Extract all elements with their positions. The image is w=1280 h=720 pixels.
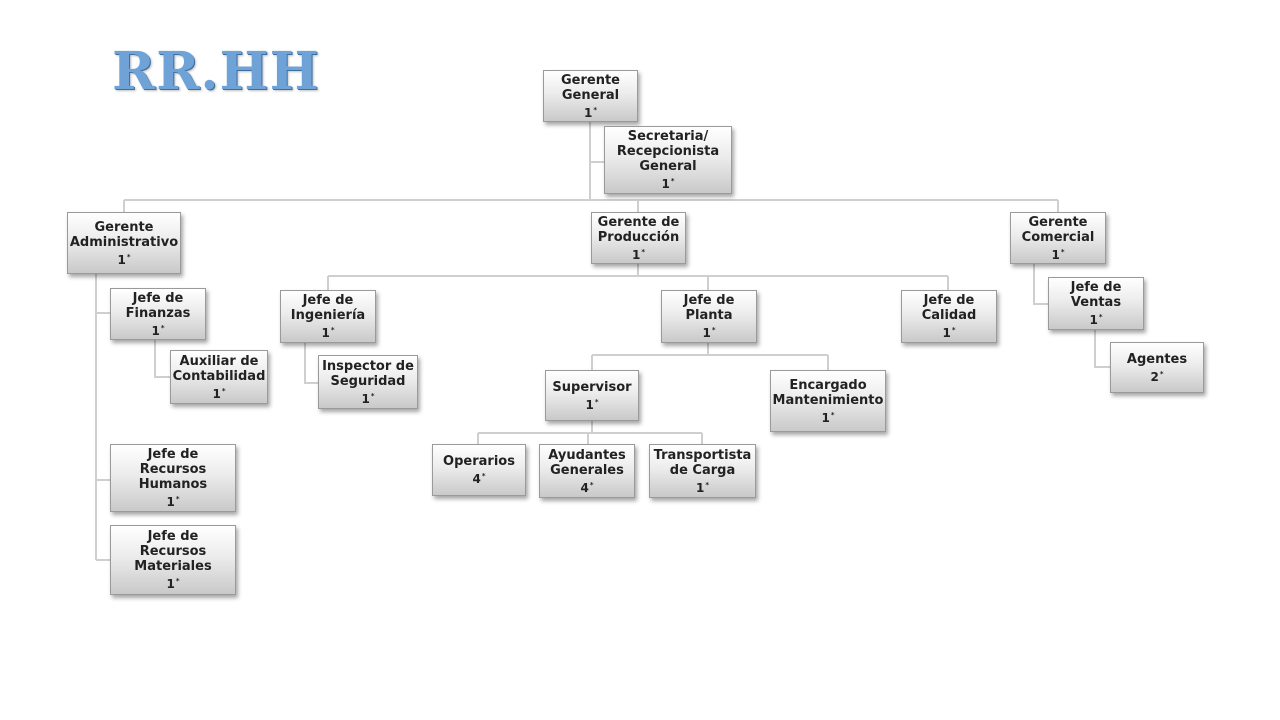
node-label: Agentes <box>1126 351 1188 367</box>
node-count: 1 <box>361 389 374 406</box>
node-jefe-ventas: Jefe de Ventas 1 <box>1048 277 1144 330</box>
node-count: 1 <box>212 384 225 401</box>
node-count: 4 <box>580 478 593 495</box>
node-count: 1 <box>661 174 674 191</box>
node-label: Gerente General <box>560 72 620 103</box>
node-label: Jefe de Recursos Humanos <box>138 447 208 492</box>
node-gerente-comercial: Gerente Comercial 1 <box>1010 212 1106 264</box>
node-label: Jefe de Planta <box>683 293 735 323</box>
node-jefe-rrhh: Jefe de Recursos Humanos 1 <box>110 444 236 512</box>
connector <box>1033 264 1048 305</box>
node-auxiliar-contabilidad: Auxiliar de Contabilidad 1 <box>170 350 268 404</box>
node-label: Jefe de Recursos Materiales <box>134 529 212 574</box>
node-count: 1 <box>151 321 164 338</box>
node-encargado-mantenimiento: Encargado Mantenimiento 1 <box>770 370 886 432</box>
node-transportista-carga: Transportista de Carga 1 <box>649 444 756 498</box>
node-label: Auxiliar de Contabilidad <box>172 353 266 384</box>
node-count: 1 <box>585 395 598 412</box>
node-jefe-rrmm: Jefe de Recursos Materiales 1 <box>110 525 236 595</box>
node-label: Gerente de Producción <box>597 214 680 245</box>
node-count: 1 <box>166 574 179 591</box>
node-gerente-produccion: Gerente de Producción 1 <box>591 212 686 264</box>
node-count: 4 <box>472 469 485 486</box>
node-agentes: Agentes 2 <box>1110 342 1204 393</box>
node-label: Transportista de Carga <box>653 447 752 478</box>
node-count: 2 <box>1150 367 1163 384</box>
node-count: 1 <box>166 492 179 509</box>
node-count: 1 <box>696 478 709 495</box>
node-jefe-planta: Jefe de Planta 1 <box>661 290 757 343</box>
node-label: Jefe de Finanzas <box>125 290 191 321</box>
node-label: Ayudantes Generales <box>548 447 626 478</box>
node-count: 1 <box>321 323 334 340</box>
node-label: Operarios <box>443 454 515 469</box>
node-label: Gerente Administrativo <box>69 219 179 250</box>
node-label: Encargado Mantenimiento <box>772 377 884 408</box>
node-count: 1 <box>117 250 130 267</box>
node-label: Inspector de Seguridad <box>322 358 414 389</box>
node-count: 1 <box>584 103 597 120</box>
page-title: RR.HH <box>112 41 320 102</box>
node-count: 1 <box>1089 310 1102 327</box>
connector <box>1094 330 1110 368</box>
node-ayudantes-generales: Ayudantes Generales 4 <box>539 444 635 498</box>
node-label: Supervisor <box>552 379 632 395</box>
connector <box>154 340 170 378</box>
node-supervisor: Supervisor 1 <box>545 370 639 421</box>
node-jefe-finanzas: Jefe de Finanzas 1 <box>110 288 206 340</box>
node-gerente-general: Gerente General 1 <box>543 70 638 122</box>
node-label: Jefe de Ingeniería <box>290 293 366 323</box>
node-gerente-administrativo: Gerente Administrativo 1 <box>67 212 181 274</box>
node-inspector-seguridad: Inspector de Seguridad 1 <box>318 355 418 409</box>
node-label: Jefe de Ventas <box>1070 280 1122 310</box>
node-operarios: Operarios 4 <box>432 444 526 496</box>
node-jefe-calidad: Jefe de Calidad 1 <box>901 290 997 343</box>
node-secretaria: Secretaria/ Recepcionista General 1 <box>604 126 732 194</box>
node-count: 1 <box>702 323 715 340</box>
node-count: 1 <box>942 323 955 340</box>
node-count: 1 <box>821 408 834 425</box>
node-jefe-ingenieria: Jefe de Ingeniería 1 <box>280 290 376 343</box>
node-label: Secretaria/ Recepcionista General <box>616 129 720 174</box>
node-count: 1 <box>1051 245 1064 262</box>
node-label: Gerente Comercial <box>1021 214 1095 245</box>
node-count: 1 <box>632 245 645 262</box>
connector <box>304 343 318 384</box>
node-label: Jefe de Calidad <box>921 293 977 323</box>
